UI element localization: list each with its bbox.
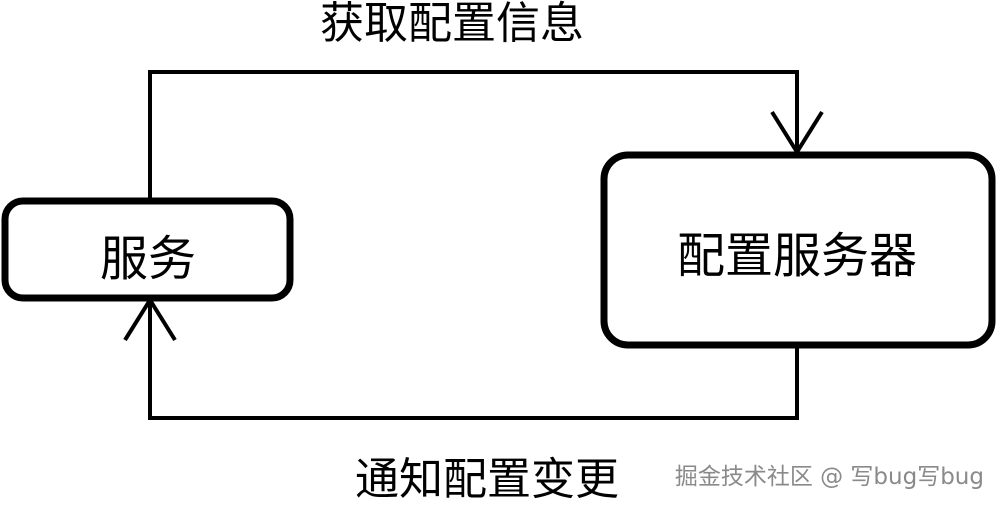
fetch-config-edge [148, 70, 799, 198]
fetch-config-label: 获取配置信息 [320, 0, 584, 49]
config-server-node-label: 配置服务器 [677, 228, 917, 284]
notify-change-edge [148, 302, 799, 420]
service-node-box [1, 197, 294, 302]
service-node-label: 服务 [100, 231, 196, 287]
notify-change-label: 通知配置变更 [355, 454, 619, 505]
config-server-node-box [600, 151, 996, 349]
watermark-text: 掘金技术社区 @ 写bug写bug [675, 464, 984, 490]
